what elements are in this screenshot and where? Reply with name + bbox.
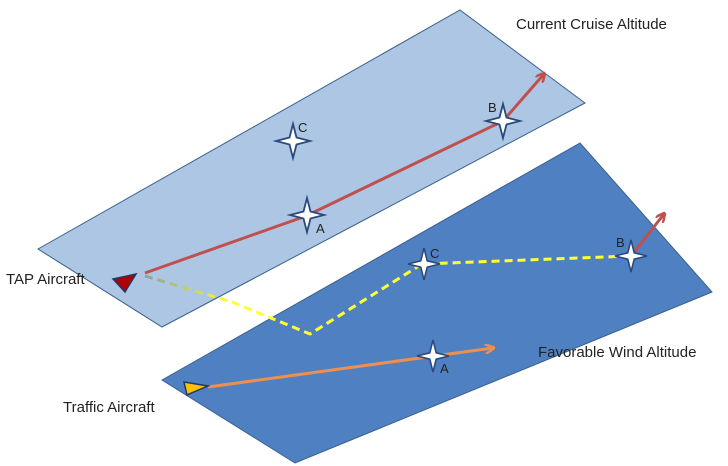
waypoint-label-lower-a: A <box>440 361 449 376</box>
waypoint-star-lower-a <box>416 339 450 373</box>
descent-transition-path <box>144 274 233 304</box>
waypoint-star-upper-c <box>272 120 314 162</box>
proposed-route <box>231 254 632 336</box>
waypoint-label-upper-b: B <box>488 100 497 115</box>
tap-aircraft-label: TAP Aircraft <box>6 271 85 288</box>
waypoint-star-lower-b <box>614 239 648 273</box>
waypoint-label-lower-c: C <box>430 246 439 261</box>
favorable-wind-altitude-label: Favorable Wind Altitude <box>538 344 696 361</box>
tap-aircraft-icon <box>111 272 138 294</box>
waypoint-label-upper-c: C <box>298 120 307 135</box>
favorable-wind-altitude-plane <box>161 142 713 464</box>
tap-current-route <box>144 74 544 275</box>
traffic-aircraft-icon <box>183 381 211 397</box>
traffic-aircraft-label: Traffic Aircraft <box>63 399 156 416</box>
current-cruise-altitude-plane <box>37 9 586 328</box>
waypoint-star-upper-b <box>482 100 524 142</box>
current-cruise-altitude-label: Current Cruise Altitude <box>516 16 667 33</box>
proposed-route-continuation-arrow <box>629 214 664 257</box>
waypoint-label-upper-a: A <box>316 221 325 236</box>
waypoint-star-upper-a <box>286 194 328 236</box>
waypoint-label-lower-b: B <box>616 235 625 250</box>
waypoint-star-lower-c <box>407 247 441 281</box>
